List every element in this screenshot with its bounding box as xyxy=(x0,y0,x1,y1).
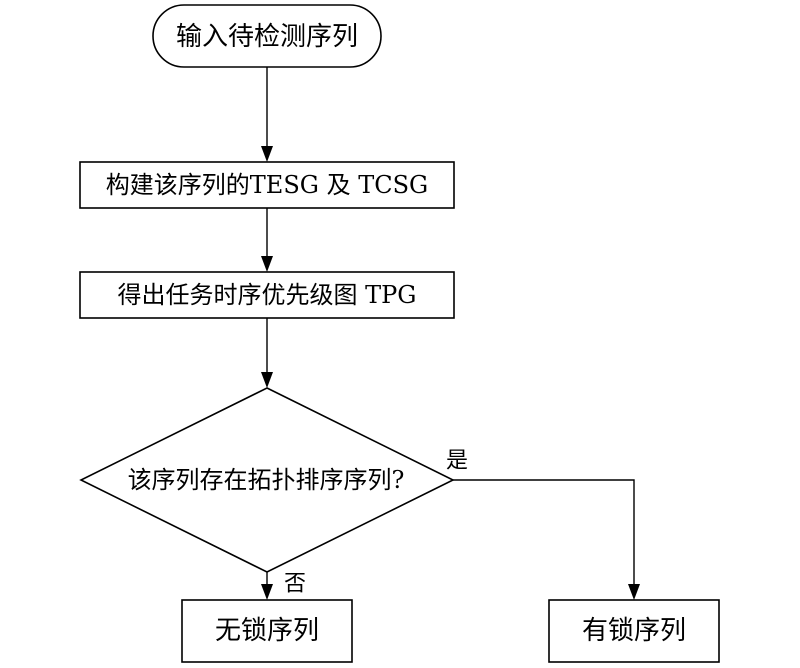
no-lock-box xyxy=(181,599,353,663)
edge-label-yes: 是 xyxy=(446,449,468,474)
arrowhead-decision-has-lock xyxy=(628,584,640,600)
no-lock-label: 无锁序列 xyxy=(215,616,319,646)
has-lock-box xyxy=(548,599,720,663)
edge-label-no: 否 xyxy=(284,572,306,597)
has-lock-label: 有锁序列 xyxy=(582,616,686,646)
arrowhead-build-derive xyxy=(261,256,273,272)
derive-label: 得出任务时序优先级图 TPG xyxy=(118,281,417,309)
arrowhead-derive-decision xyxy=(261,372,273,388)
build-process-box xyxy=(79,161,455,209)
start-label: 输入待检测序列 xyxy=(176,22,358,52)
build-label: 构建该序列的TESG 及 TCSG xyxy=(106,171,428,199)
arrowhead-decision-no-lock xyxy=(261,584,273,600)
arrowhead-start-build xyxy=(261,146,273,162)
connector-decision-has-lock xyxy=(453,479,635,586)
decision-label: 该序列存在拓扑排序序列? xyxy=(128,466,405,494)
